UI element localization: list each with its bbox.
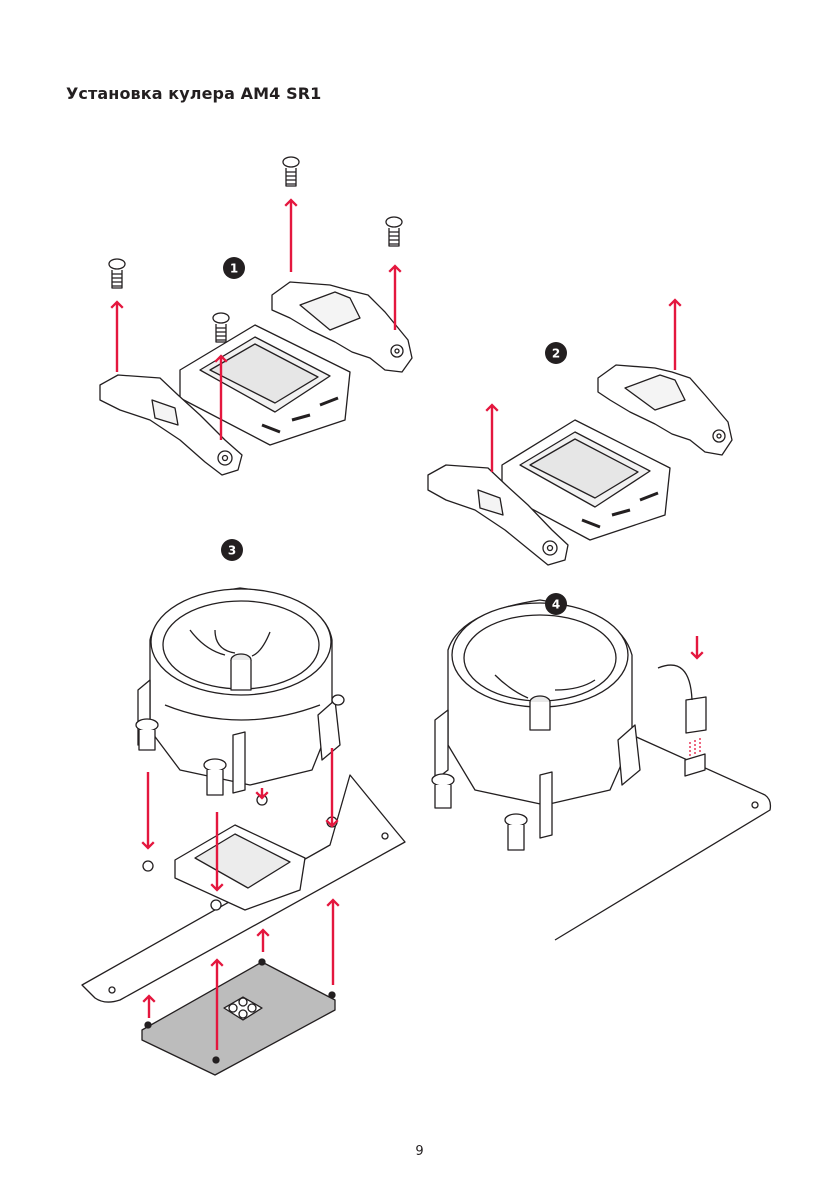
svg-text:1: 1: [230, 262, 238, 276]
step-badge-3: 3: [221, 539, 243, 561]
step-4-illustration: [432, 600, 770, 940]
step-3-illustration: [82, 588, 405, 1075]
step-3-cooler: [136, 588, 344, 795]
step-2-illustration: [428, 365, 732, 565]
svg-text:4: 4: [552, 598, 560, 612]
step-1-screw-middle: [213, 313, 229, 342]
step-badge-1: 1: [223, 257, 245, 279]
step-badge-4: 4: [545, 593, 567, 615]
svg-text:3: 3: [228, 544, 236, 558]
svg-text:2: 2: [552, 347, 560, 361]
step-4-cooler: [432, 600, 640, 850]
step-1-illustration: [100, 157, 412, 475]
step-1-screw-top: [283, 157, 299, 186]
step-1-screw-right: [386, 217, 402, 246]
page-number: 9: [0, 1144, 839, 1159]
step-1-screw-left: [109, 259, 125, 288]
step-3-backplate: [142, 959, 335, 1075]
step-badge-2: 2: [545, 342, 567, 364]
step-4-fan-header: [658, 665, 706, 776]
